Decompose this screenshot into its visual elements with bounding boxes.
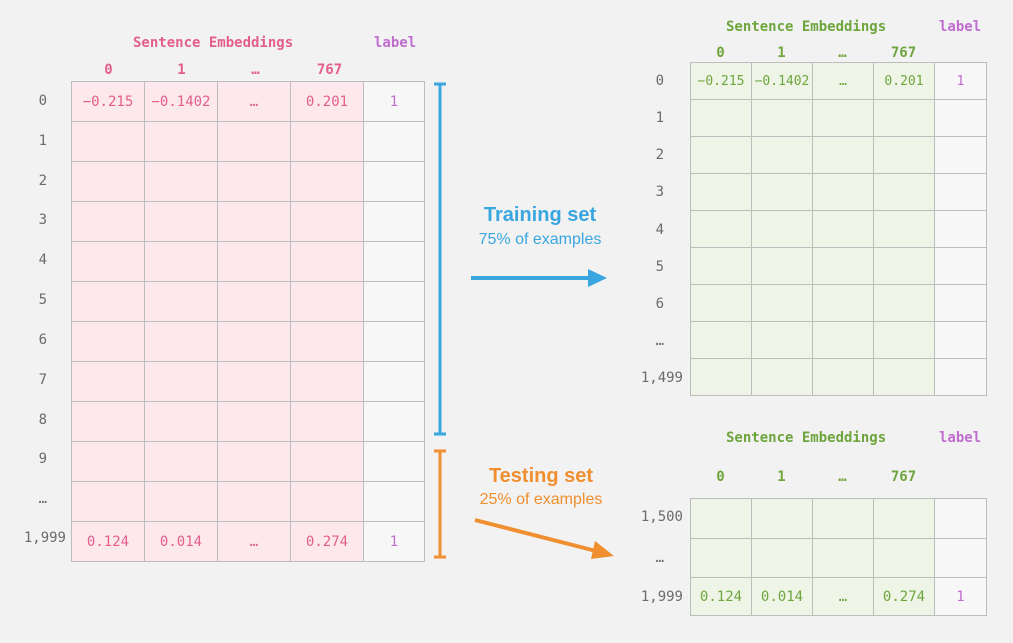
table-row: −0.215 −0.1402 … 0.201 1	[690, 62, 987, 100]
test-col-header: 1	[777, 469, 786, 485]
test-col-header: 0	[716, 469, 725, 485]
table-cell: −0.1402	[751, 62, 813, 100]
table-cell: 0.014	[751, 577, 813, 616]
table-cell: 0.124	[71, 521, 145, 562]
table-row: −0.215 −0.1402 … 0.201 1	[71, 81, 425, 122]
test-row-index: 1,500	[640, 509, 683, 525]
table-row	[71, 441, 425, 482]
left-row-index: 9	[38, 451, 47, 467]
table-cell: 0.201	[873, 62, 935, 100]
training-set-title: Training set	[483, 204, 597, 226]
left-embeddings-title: Sentence Embeddings	[133, 35, 294, 51]
table-row	[690, 498, 987, 539]
train-embeddings-title: Sentence Embeddings	[726, 19, 887, 35]
table-row	[71, 361, 425, 402]
table-cell: 0.274	[873, 577, 935, 616]
train-col-header: 1	[777, 45, 786, 61]
test-col-header: 767	[890, 469, 917, 485]
table-cell: …	[217, 521, 291, 562]
table-row	[690, 538, 987, 578]
test-col-header: …	[838, 469, 847, 485]
train-row-index: 4	[655, 222, 664, 238]
left-row-index: 0	[38, 93, 47, 109]
table-cell: …	[812, 577, 874, 616]
label-cell: 1	[934, 577, 987, 616]
train-row-index: 6	[655, 296, 664, 312]
testing-set-subtitle: 25% of examples	[479, 491, 603, 508]
train-col-header: 0	[716, 45, 725, 61]
testing-set-table: 0.124 0.014 … 0.274 1	[690, 498, 987, 616]
full-dataset-table: −0.215 −0.1402 … 0.201 1 0.124 0.014 … 0…	[71, 81, 425, 562]
train-bracket	[434, 82, 446, 436]
left-col-header: 1	[177, 62, 186, 78]
table-row	[71, 161, 425, 202]
left-row-index: 2	[38, 173, 47, 189]
table-cell: …	[812, 62, 874, 100]
training-set-subtitle: 75% of examples	[478, 231, 602, 248]
train-row-index: 0	[655, 73, 664, 89]
table-row	[71, 241, 425, 282]
label-cell: 1	[363, 81, 425, 122]
table-row	[71, 201, 425, 242]
train-col-header: 767	[890, 45, 917, 61]
table-row	[690, 284, 987, 322]
table-row	[690, 136, 987, 174]
table-row	[690, 358, 987, 396]
train-row-index: …	[655, 333, 664, 349]
left-row-index: 1,999	[23, 530, 66, 546]
label-cell: 1	[934, 62, 987, 100]
table-cell: …	[217, 81, 291, 122]
train-arrow-icon	[471, 269, 607, 287]
left-col-header: 767	[316, 62, 343, 78]
table-row	[71, 481, 425, 522]
table-row	[71, 401, 425, 442]
table-row	[71, 321, 425, 362]
left-row-index: 6	[38, 332, 47, 348]
left-row-index: 8	[38, 412, 47, 428]
left-col-header: …	[251, 62, 260, 78]
table-cell: 0.014	[144, 521, 218, 562]
table-row	[690, 173, 987, 211]
training-set-table: −0.215 −0.1402 … 0.201 1	[690, 62, 987, 396]
train-row-index: 5	[655, 259, 664, 275]
train-label-header: label	[939, 19, 982, 35]
table-row	[71, 121, 425, 162]
train-row-index: 3	[655, 184, 664, 200]
left-row-index: 3	[38, 212, 47, 228]
train-col-header: …	[838, 45, 847, 61]
table-row	[690, 247, 987, 285]
table-cell: 0.201	[290, 81, 364, 122]
table-cell: −0.215	[690, 62, 752, 100]
train-row-index: 2	[655, 147, 664, 163]
left-row-index: 5	[38, 292, 47, 308]
table-cell: −0.1402	[144, 81, 218, 122]
table-row	[690, 321, 987, 359]
table-row: 0.124 0.014 … 0.274 1	[690, 577, 987, 616]
left-row-index: 1	[38, 133, 47, 149]
test-bracket	[434, 449, 446, 559]
table-row: 0.124 0.014 … 0.274 1	[71, 521, 425, 562]
left-col-header: 0	[104, 62, 113, 78]
test-embeddings-title: Sentence Embeddings	[726, 430, 887, 446]
left-row-index: 4	[38, 252, 47, 268]
test-label-header: label	[939, 430, 982, 446]
train-row-index: 1,499	[640, 370, 683, 386]
table-row	[71, 281, 425, 322]
table-row	[690, 99, 987, 137]
label-cell: 1	[363, 521, 425, 562]
train-row-index: 1	[655, 110, 664, 126]
table-cell: 0.274	[290, 521, 364, 562]
test-row-index: …	[655, 550, 664, 566]
test-arrow-icon	[474, 518, 614, 559]
table-row	[690, 210, 987, 248]
table-cell: 0.124	[690, 577, 752, 616]
test-row-index: 1,999	[640, 589, 683, 605]
left-label-header: label	[374, 35, 417, 51]
left-row-index: 7	[38, 372, 47, 388]
left-row-index: …	[38, 491, 47, 507]
table-cell: −0.215	[71, 81, 145, 122]
testing-set-title: Testing set	[488, 465, 594, 487]
